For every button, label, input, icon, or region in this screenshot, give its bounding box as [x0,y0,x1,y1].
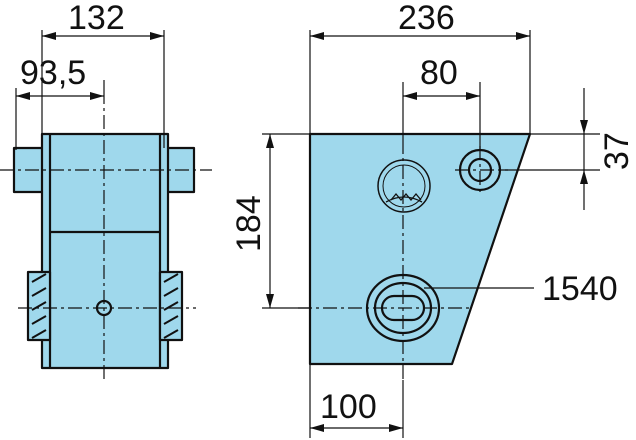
dim-132: 132 [68,0,125,37]
dim-184: 184 [230,195,268,252]
side-body [40,132,170,370]
side-view [0,30,212,380]
dim-93-5: 93,5 [20,54,86,92]
part-number-1540: 1540 [542,270,618,308]
dim-37: 37 [598,132,636,170]
bpw-logo-icon [377,159,431,213]
dim-236: 236 [398,0,455,37]
dim-80: 80 [420,54,458,92]
front-view [262,30,600,438]
front-plate [308,132,532,366]
dim-100: 100 [320,388,377,426]
